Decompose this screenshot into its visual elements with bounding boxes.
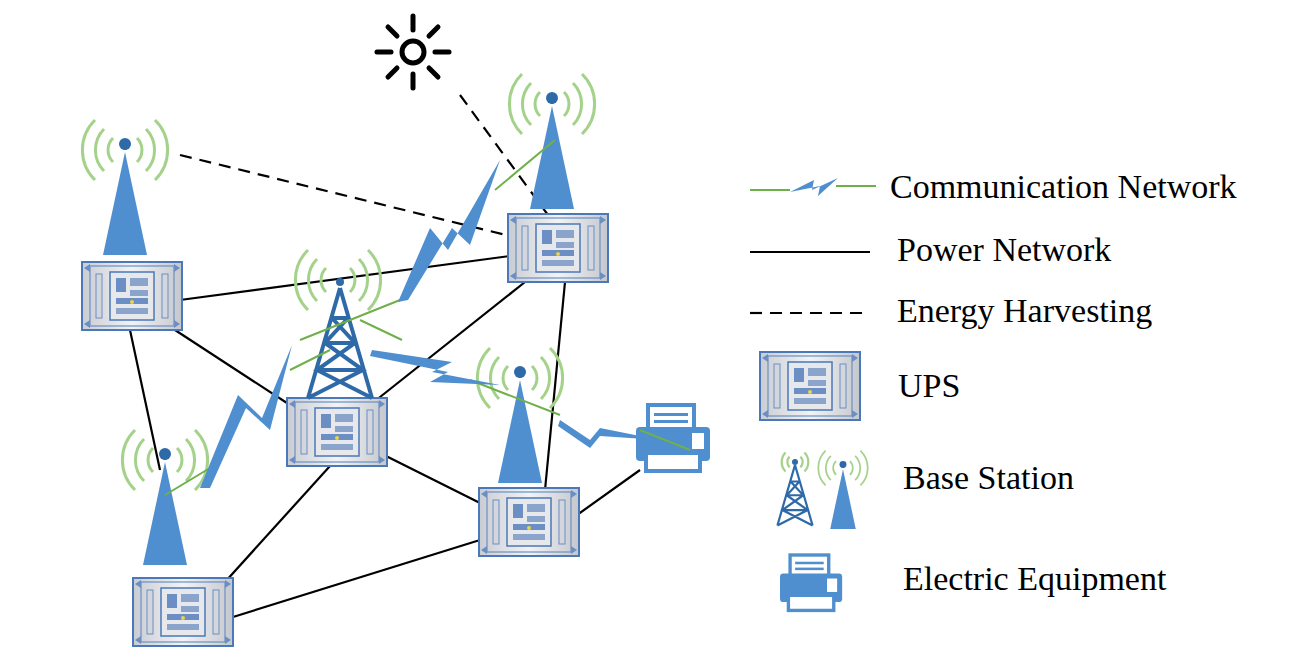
power-lines [130,256,640,617]
legend-samples [750,178,876,610]
base-station [477,348,562,483]
ups-unit [82,262,182,330]
legend-text: Communication Network [890,170,1237,204]
communication-links [165,140,690,495]
legend-text: Energy Harvesting [897,294,1152,328]
legend-text: Base Station [903,461,1074,495]
sun-icon [377,16,449,88]
ups-unit [479,488,579,556]
legend-text: Power Network [897,233,1111,267]
base-station [122,430,207,565]
ups-unit [287,398,387,466]
legend-text: Electric Equipment [903,562,1166,596]
base-station [82,120,167,255]
ups-unit [133,578,233,646]
energy-harvesting-lines [180,95,548,236]
legend-text: UPS [898,369,960,403]
ups-unit [508,214,608,282]
